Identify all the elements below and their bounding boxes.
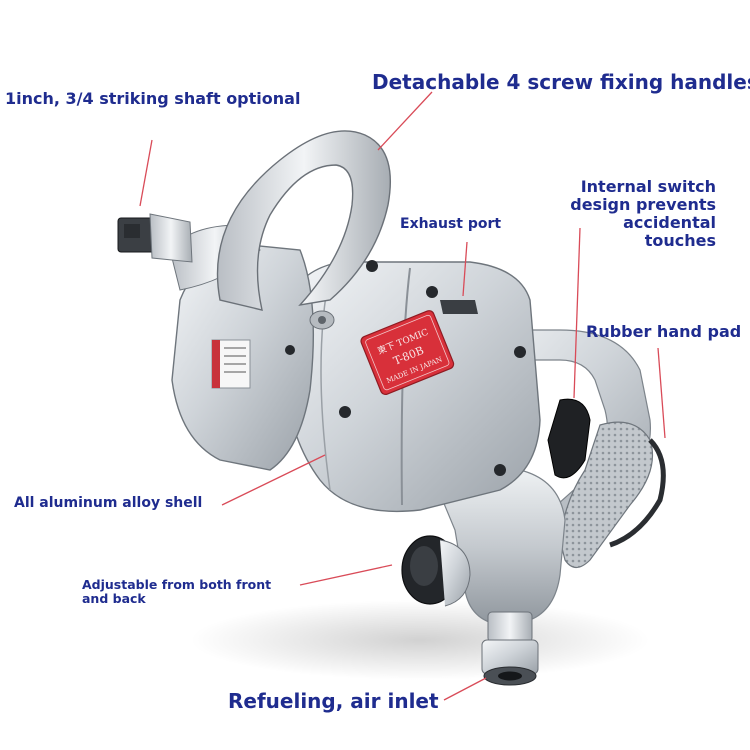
adjustment-knob: [401, 535, 471, 607]
leader-lines: [139, 91, 666, 701]
annotation-adjustable: Adjustable from both front and back: [82, 577, 272, 606]
annotation-exhaust: Exhaust port: [400, 216, 502, 232]
pistol-grip: [429, 469, 566, 626]
annotation-switch: Internal switch design prevents accident…: [570, 177, 716, 250]
annotation-handles: Detachable 4 screw fixing handles: [372, 70, 750, 94]
air-inlet-fitting: [481, 611, 539, 686]
exhaust-slot: [440, 300, 478, 314]
annotation-hand-pad: Rubber hand pad: [586, 322, 742, 341]
trigger: [547, 398, 591, 479]
rubber-hand-pad: [559, 421, 654, 569]
annotation-shell: All aluminum alloy shell: [14, 495, 203, 511]
name-plate: 東下 TOMIC T-80B MADE IN JAPAN: [360, 310, 455, 395]
d-handle: [216, 130, 391, 311]
handle-screws: [285, 260, 526, 476]
annotation-shaft: 1inch, 3/4 striking shaft optional: [5, 89, 301, 108]
annotation-air-inlet: Refueling, air inlet: [228, 689, 439, 713]
side-label: [211, 339, 251, 389]
striking-shaft: [117, 213, 193, 263]
